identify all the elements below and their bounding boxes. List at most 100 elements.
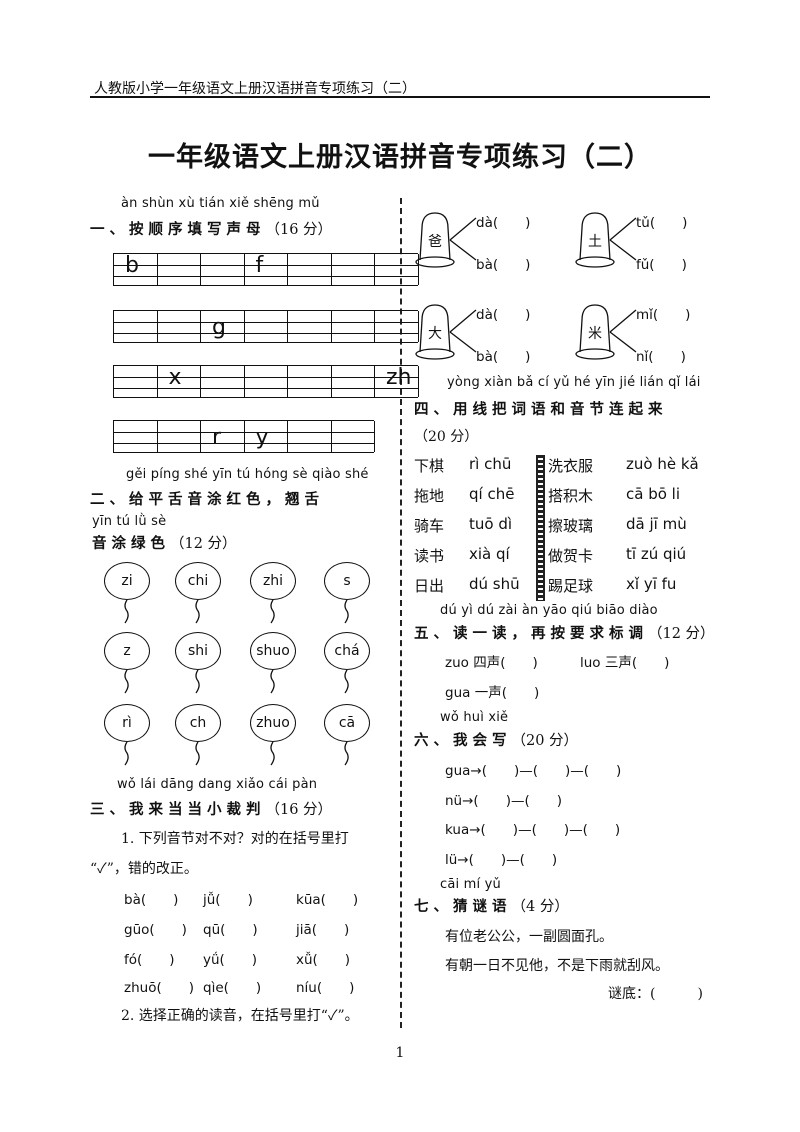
- match-pinyin[interactable]: qí chē: [469, 485, 515, 503]
- judge-item[interactable]: níu( ): [296, 980, 355, 996]
- judge-item[interactable]: kūa( ): [296, 892, 359, 908]
- match-word[interactable]: 下棋: [414, 457, 445, 475]
- grid-divider: [287, 311, 288, 342]
- column-divider: [400, 198, 402, 1028]
- grid-line: [113, 388, 418, 389]
- grid-divider: [113, 421, 114, 452]
- judge-item[interactable]: qū( ): [203, 922, 258, 938]
- balloon-string: [124, 742, 129, 766]
- grid-divider: [374, 366, 375, 397]
- s6-line-4: lü→( )—( ): [445, 852, 558, 868]
- grid-divider: [374, 421, 375, 452]
- bell-option[interactable]: nǐ( ): [636, 349, 686, 365]
- syllable-balloon[interactable]: cā: [324, 704, 370, 742]
- syllable-balloon[interactable]: shuo: [250, 632, 296, 670]
- judge-item[interactable]: fó( ): [124, 952, 175, 968]
- syllable-balloon[interactable]: zhuo: [250, 704, 296, 742]
- match-word[interactable]: 拖地: [414, 487, 445, 505]
- bell-option[interactable]: dà( ): [476, 215, 531, 231]
- bell-option[interactable]: tǔ( ): [636, 215, 688, 231]
- bell-character: 爸: [428, 234, 442, 250]
- s7-score: （4 分）: [511, 899, 569, 915]
- s5-heading-text: 五、读一读，再按要求标调: [414, 625, 648, 642]
- bell-character: 米: [588, 326, 602, 342]
- s2-heading2-text: 音涂绿色: [92, 535, 170, 552]
- s2-pinyin2: yīn tú lǜ sè: [92, 514, 167, 529]
- syllable-balloon[interactable]: z: [104, 632, 150, 670]
- match-pinyin[interactable]: tuō dì: [469, 515, 513, 533]
- syllable-balloon[interactable]: chá: [324, 632, 370, 670]
- match-word[interactable]: 骑车: [414, 517, 445, 535]
- s3-heading-text: 三、我来当当小裁判: [90, 801, 266, 818]
- syllable-balloon[interactable]: s: [324, 562, 370, 600]
- s5-score: （12 分）: [648, 626, 715, 642]
- bell-option[interactable]: fǔ( ): [636, 257, 687, 273]
- bell-option[interactable]: bà( ): [476, 349, 531, 365]
- s1-score: （16 分）: [265, 222, 333, 238]
- bell-option[interactable]: mǐ( ): [636, 307, 691, 323]
- balloon-string: [195, 670, 200, 694]
- grid-line: [113, 377, 418, 378]
- bell-shape: [575, 304, 637, 360]
- s7-pinyin: cāi mí yǔ: [440, 877, 501, 892]
- syllable-balloon[interactable]: rì: [104, 704, 150, 742]
- match-word[interactable]: 日出: [414, 577, 445, 595]
- s7-heading: 七、猜谜语（4 分）: [414, 895, 569, 916]
- grid-divider: [200, 254, 201, 285]
- grid-letter: zh: [386, 365, 412, 390]
- grid-divider: [200, 366, 201, 397]
- s3-q2: 2. 选择正确的读音，在括号里打“✓”。: [121, 1008, 359, 1024]
- judge-item[interactable]: xǚ( ): [296, 952, 351, 968]
- match-word[interactable]: 读书: [414, 547, 445, 565]
- syllable-balloon[interactable]: chi: [175, 562, 221, 600]
- grid-letter: r: [212, 425, 222, 450]
- s2-score: （12 分）: [170, 536, 237, 552]
- judge-item[interactable]: gūo( ): [124, 922, 187, 938]
- syllable-balloon[interactable]: shi: [175, 632, 221, 670]
- match-word[interactable]: 洗衣服: [548, 457, 594, 475]
- page-number: 1: [395, 1045, 405, 1061]
- judge-item[interactable]: yǘ( ): [203, 952, 258, 968]
- match-word[interactable]: 踢足球: [548, 577, 594, 595]
- bell-option[interactable]: bà( ): [476, 257, 531, 273]
- judge-item[interactable]: jiā( ): [296, 922, 350, 938]
- s7-line2: 有朝一日不见他，不是下雨就刮风。: [445, 958, 669, 974]
- bell-option[interactable]: dà( ): [476, 307, 531, 323]
- match-pinyin[interactable]: zuò hè kǎ: [626, 455, 699, 473]
- match-pinyin[interactable]: xǐ yī fu: [626, 575, 677, 593]
- grid-divider: [287, 366, 288, 397]
- match-pinyin[interactable]: tī zú qiú: [626, 545, 687, 563]
- grid-divider: [243, 366, 245, 397]
- match-pinyin[interactable]: dú shū: [469, 575, 520, 593]
- s2-heading1: 二、给平舌音涂红色，翘舌: [90, 491, 324, 508]
- grid-divider: [330, 254, 332, 285]
- s7-answer: 谜底：( ): [608, 986, 703, 1002]
- s5-pinyin: dú yì dú zài àn yāo qiú biāo diào: [440, 603, 658, 618]
- judge-item[interactable]: jǚ( ): [203, 892, 253, 908]
- grid-divider: [113, 366, 114, 397]
- match-pinyin[interactable]: cā bō li: [626, 485, 681, 503]
- s5-heading: 五、读一读，再按要求标调（12 分）: [414, 622, 715, 643]
- grid-divider: [287, 421, 288, 452]
- grid-divider: [156, 254, 158, 285]
- match-word[interactable]: 搭积木: [548, 487, 594, 505]
- balloon-string: [270, 742, 275, 766]
- grid-divider: [156, 311, 158, 342]
- grid-divider: [330, 311, 332, 342]
- match-pinyin[interactable]: xià qí: [469, 545, 510, 563]
- syllable-balloon[interactable]: zi: [104, 562, 150, 600]
- judge-item[interactable]: zhuō( ): [124, 980, 194, 996]
- s6-heading: 六、我会写（20 分）: [414, 729, 578, 750]
- match-word[interactable]: 做贺卡: [548, 547, 594, 565]
- match-word[interactable]: 擦玻璃: [548, 517, 594, 535]
- bell-character: 土: [588, 234, 602, 250]
- syllable-balloon[interactable]: ch: [175, 704, 221, 742]
- match-pinyin[interactable]: dā jī mù: [626, 515, 687, 533]
- match-pinyin[interactable]: rì chū: [469, 455, 512, 473]
- judge-item[interactable]: bà( ): [124, 892, 179, 908]
- syllable-balloon[interactable]: zhi: [250, 562, 296, 600]
- grid-divider: [330, 421, 332, 452]
- judge-item[interactable]: qìe( ): [203, 980, 262, 996]
- s6-heading-text: 六、我会写: [414, 732, 512, 749]
- grid-divider: [156, 421, 158, 452]
